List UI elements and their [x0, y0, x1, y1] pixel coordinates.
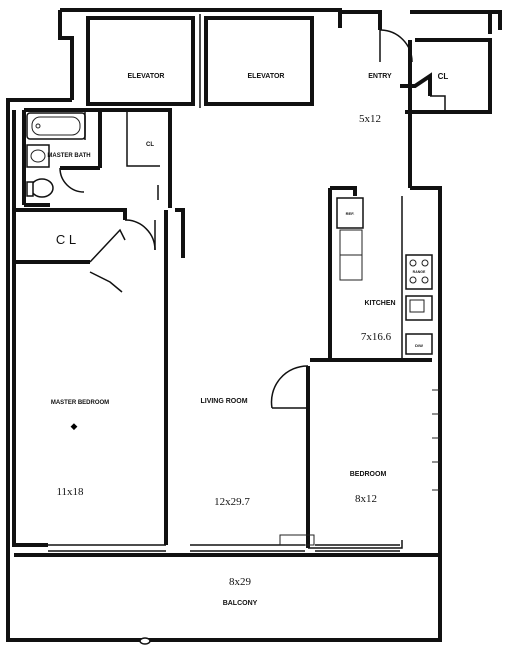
- kitchen-dimensions: 7x16.6: [361, 331, 392, 343]
- elevator-right-label: ELEVATOR: [248, 73, 285, 80]
- living-room-label: LIVING ROOM: [200, 398, 247, 405]
- entry-closet-label: CL: [438, 72, 449, 81]
- master-bath: [22, 108, 172, 207]
- elevator-left-shaft: [86, 16, 195, 106]
- bath-closet-label: CL: [146, 142, 154, 148]
- dishwasher-label: D/W: [415, 343, 423, 348]
- bedroom-dimensions: 8x12: [355, 493, 377, 505]
- interior-walls: [157, 160, 185, 545]
- master-closet-label: C L: [56, 232, 76, 247]
- dishwasher-icon: [405, 333, 433, 355]
- elevator-right-shaft: [204, 16, 314, 106]
- master-bath-label: MASTER BATH: [47, 153, 90, 159]
- master-bedroom-label: MASTER BEDROOM: [51, 400, 109, 406]
- elevator-core: [58, 8, 342, 108]
- bedroom: [270, 358, 440, 549]
- balcony-windows: [48, 534, 400, 552]
- range-icon: [405, 254, 433, 290]
- living-room-dimensions: 12x29.7: [214, 496, 250, 508]
- entry-label: ENTRY: [368, 73, 392, 80]
- balcony-dimensions: 8x29: [229, 576, 252, 588]
- entry-area: [340, 10, 502, 188]
- sink-icon: [26, 144, 50, 168]
- master-bedroom-dimensions: 11x18: [56, 486, 84, 498]
- entry-dimensions: 5x12: [359, 113, 381, 125]
- ceiling-light-icon: ◆: [71, 422, 78, 432]
- elevator-left-label: ELEVATOR: [128, 73, 165, 80]
- balcony-label: BALCONY: [223, 600, 258, 607]
- kitchen-label: KITCHEN: [364, 300, 395, 307]
- kitchen: [328, 186, 433, 360]
- toilet-icon: [30, 178, 54, 198]
- refrigerator-icon: [336, 197, 364, 229]
- bedroom-label: BEDROOM: [350, 471, 387, 478]
- balcony: [14, 553, 440, 645]
- refrigerator-label: REF.: [346, 211, 355, 216]
- outer-walls: [6, 98, 442, 642]
- master-closet: [14, 208, 156, 293]
- range-label: RANGE: [413, 270, 426, 274]
